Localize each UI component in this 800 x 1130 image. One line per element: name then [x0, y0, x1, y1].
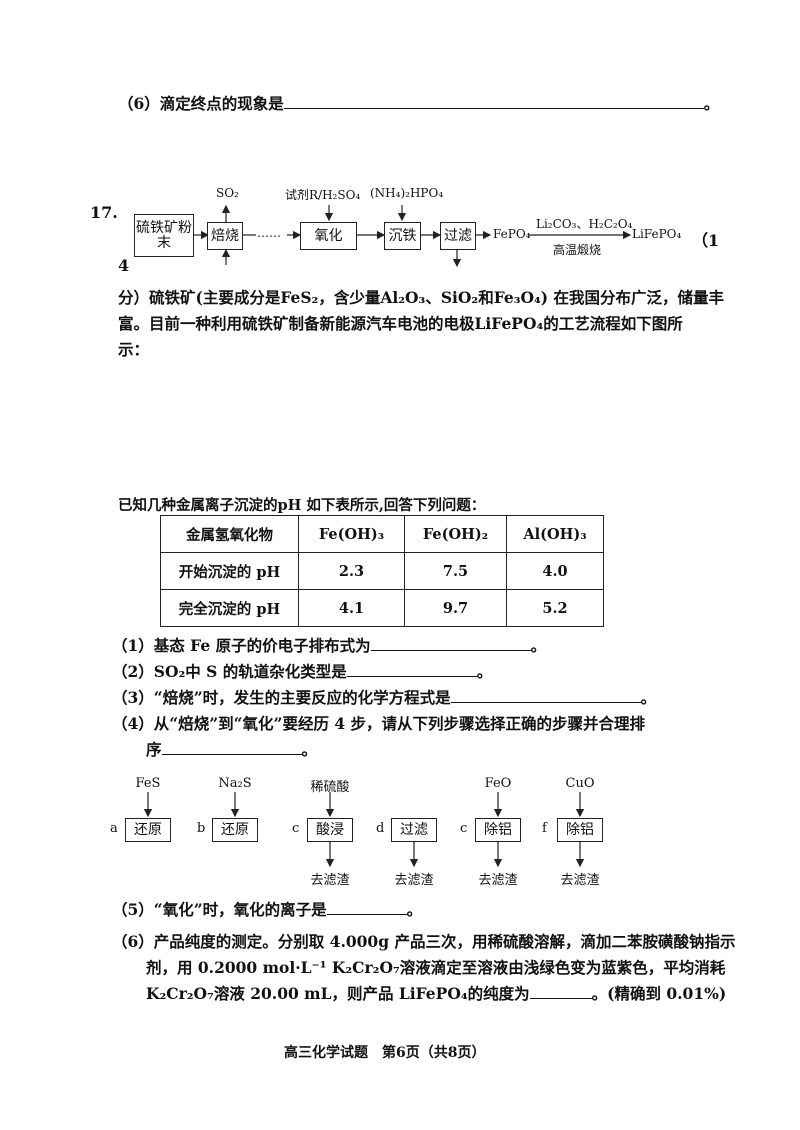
sub-question-3: （3）“焙烧”时，发生的主要反应的化学方程式是 。 — [112, 686, 656, 708]
question-number: 17. — [90, 203, 118, 222]
sub-question-2: （2）SO₂中 S 的轨道杂化类型是 。 — [112, 660, 492, 682]
question-text: （5）“氧化”时，氧化的离子是 — [112, 900, 327, 919]
flow-box-oxidation: 氧化 — [300, 222, 357, 250]
table-header: Al(OH)₃ — [506, 515, 604, 553]
table-cell: 2.3 — [298, 552, 405, 590]
question-6-top: （6）滴定终点的现象是 。 — [118, 92, 719, 114]
period: 。 — [301, 740, 318, 759]
flow-box-pyrite-powder: 硫铁矿粉末 — [134, 214, 194, 257]
step-box: 还原 — [212, 818, 258, 842]
step-letter: f — [542, 821, 547, 836]
table-row: 完全沉淀的 pH 4.1 9.7 5.2 — [160, 589, 604, 627]
step-letter: a — [110, 821, 118, 836]
answer-blank — [161, 740, 302, 755]
question-text: （3）“焙烧”时，发生的主要反应的化学方程式是 — [112, 688, 451, 707]
answer-blank — [450, 688, 641, 703]
step-input-label: CuO — [565, 776, 595, 791]
sub-question-6-cont: K₂Cr₂O₇溶液 20.00 mL，则产品 LiFePO₄的纯度为 。(精确到 … — [146, 982, 726, 1004]
intro-line: 分）硫铁矿(主要成分是FeS₂，含少量Al₂O₃、SiO₂和Fe₃O₄) 在我国… — [118, 288, 725, 307]
table-cell: 5.2 — [506, 589, 604, 627]
intro-line: 示： — [118, 340, 150, 359]
question-text: K₂Cr₂O₇溶液 20.00 mL，则产品 LiFePO₄的纯度为 — [146, 984, 530, 1003]
sub-question-4: （4）从“焙烧”到“氧化”要经历 4 步，请从下列步骤选择正确的步骤并合理排 — [112, 714, 646, 733]
table-header: Fe(OH)₃ — [298, 515, 405, 553]
step-input-label: Na₂S — [218, 776, 252, 791]
step-input-label: FeO — [484, 776, 512, 791]
period: 。 — [640, 688, 657, 707]
step-letter: c — [292, 821, 300, 836]
step-letter: d — [376, 821, 385, 836]
known-text: 已知几种金属离子沉淀的pH 如下表所示,回答下列问题： — [118, 497, 486, 514]
flow-box-iron-precipitation: 沉铁 — [384, 222, 421, 250]
step-box: 还原 — [125, 818, 171, 842]
answer-blank — [529, 984, 592, 999]
step-letter: c — [460, 821, 468, 836]
question-text: 。(精确到 0.01%) — [591, 984, 727, 1003]
flow-dots: …… — [257, 226, 281, 240]
sub-question-5: （5）“氧化”时，氧化的离子是 。 — [112, 898, 422, 920]
step-output-label: 去滤渣 — [478, 873, 518, 888]
table-cell: 4.0 — [506, 552, 604, 590]
question-text: 序 — [146, 740, 162, 759]
sub-question-6: （6）产品纯度的测定。分别取 4.000g 产品三次，用稀硫酸溶解，滴加二苯胺磺… — [112, 932, 736, 951]
table-row: 开始沉淀的 pH 2.3 7.5 4.0 — [160, 552, 604, 590]
table-cell: 7.5 — [404, 552, 507, 590]
step-input-label: FeS — [135, 776, 161, 791]
lithium-reagents-label: Li₂CO₃、H₂C₂O₄ — [536, 217, 633, 231]
period: 。 — [406, 900, 423, 919]
question-text: （2）SO₂中 S 的轨道杂化类型是 — [112, 662, 347, 681]
step-box: 除铝 — [475, 818, 521, 842]
so2-label: SO₂ — [216, 186, 239, 200]
intro-line: 富。目前一种利用硫铁矿制备新能源汽车电池的电极LiFePO₄的工艺流程如下图所 — [118, 314, 683, 333]
sub-question-1: （1）基态 Fe 原子的价电子排布式为 。 — [112, 634, 546, 656]
step-output-label: 去滤渣 — [310, 873, 350, 888]
period: 。 — [703, 94, 720, 113]
page-footer: 高三化学试题 第6页（共8页） — [284, 1045, 486, 1061]
step-box: 酸浸 — [307, 818, 353, 842]
flow-box-roasting: 焙烧 — [207, 222, 243, 250]
sub-question-6-cont: 剂，用 0.2000 mol·L⁻¹ K₂Cr₂O₇溶液滴定至溶液由浅绿色变为蓝… — [146, 958, 726, 977]
answer-blank — [346, 662, 477, 677]
ph-table: 金属氢氧化物 Fe(OH)₃ Fe(OH)₂ Al(OH)₃ 开始沉淀的 pH … — [160, 515, 604, 627]
answer-blank — [326, 900, 407, 915]
table-header-row: 金属氢氧化物 Fe(OH)₃ Fe(OH)₂ Al(OH)₃ — [160, 515, 604, 553]
question-text: （1）基态 Fe 原子的价电子排布式为 — [112, 636, 371, 655]
table-header: 金属氢氧化物 — [160, 515, 299, 553]
step-letter: b — [197, 821, 206, 836]
lifepo4-label: LiFePO₄ — [632, 227, 682, 241]
table-cell: 开始沉淀的 pH — [160, 552, 299, 590]
ammonium-phosphate-label: (NH₄)₂HPO₄ — [370, 186, 444, 200]
step-output-label: 去滤渣 — [560, 873, 600, 888]
step-box: 除铝 — [557, 818, 603, 842]
period: 。 — [476, 662, 493, 681]
step-box: 过滤 — [391, 818, 437, 842]
sub-question-4-cont: 序。 — [146, 738, 317, 760]
table-cell: 4.1 — [298, 589, 405, 627]
flow-box-filtration: 过滤 — [440, 222, 476, 250]
score-part: （1 — [692, 231, 720, 250]
score-part: 4 — [118, 256, 130, 275]
reagent-r-label: 试剂R/H₂SO₄ — [285, 188, 361, 202]
period: 。 — [530, 636, 547, 655]
flow-arrows — [194, 204, 632, 268]
step-input-label: 稀硫酸 — [310, 780, 350, 795]
fepo4-label: FePO₄ — [493, 227, 531, 241]
question-text: （6）滴定终点的现象是 — [118, 94, 284, 113]
answer-blank — [370, 636, 531, 651]
answer-blank — [283, 94, 704, 109]
calcination-label: 高温煅烧 — [553, 243, 602, 257]
step-output-label: 去滤渣 — [394, 873, 434, 888]
